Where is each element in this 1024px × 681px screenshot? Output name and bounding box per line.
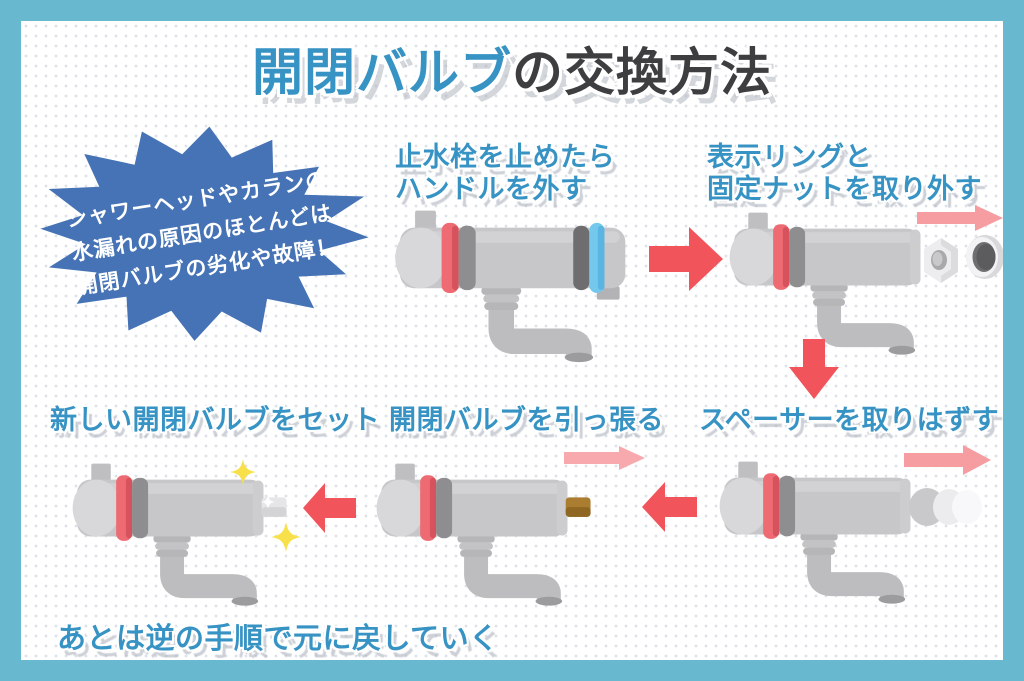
step-label-remove-spacer: スペーサーを取りはずす — [699, 405, 999, 437]
step-label-line: 表示リングと — [707, 142, 872, 173]
step-label-set-new-valve: 新しい開閉バルブをセット — [50, 405, 380, 437]
footer-note-line: あとは逆の手順で元に戻していく — [57, 621, 499, 655]
callout-bubble: シャワーヘッドやカランの 水漏れの原因のほとんどは 開閉バルブの劣化や故障！ — [21, 117, 383, 349]
arrow-right-pink-icon — [904, 445, 991, 475]
step-label-line: 固定ナットを取り外す — [707, 173, 982, 205]
page-title: 開閉バルブの交換方法 — [21, 31, 1003, 105]
sparkle-icon — [271, 522, 301, 552]
step-label-remove-handle: 止水栓を止めたら ハンドルを外す — [395, 142, 615, 206]
faucet-handle-removed-illustration — [716, 202, 951, 360]
step-label-remove-ring-and-nut: 表示リングと 固定ナットを取り外す — [707, 142, 982, 206]
faucet-with-handle-illustration — [381, 199, 631, 368]
step-label-line: 新しい開閉バルブをセット — [50, 405, 380, 436]
step-label-line: 開閉バルブを引っ張る — [389, 405, 664, 436]
starburst-shape-icon — [40, 126, 369, 341]
arrow-left-icon — [642, 482, 697, 532]
title-highlight: 開閉バルブ — [251, 44, 512, 103]
display-ring-illustration — [966, 235, 1003, 279]
fixing-nut-illustration — [924, 238, 958, 283]
title-rest: の交換方法 — [512, 44, 773, 103]
arrow-right-icon — [649, 227, 723, 291]
arrow-down-icon — [789, 339, 839, 399]
footer-note: あとは逆の手順で元に戻していく — [57, 621, 499, 655]
sparkle-icon — [230, 459, 256, 485]
sparkle-small-icon — [261, 495, 275, 509]
arrow-left-icon — [303, 483, 356, 533]
step-label-pull-valve: 開閉バルブを引っ張る — [389, 405, 664, 437]
old-valve-stem — [565, 497, 591, 517]
arrow-right-pink-icon — [917, 205, 1003, 231]
step-label-line: 止水栓を止めたら — [395, 142, 615, 173]
step-label-line: ハンドルを外す — [395, 173, 588, 205]
faucet-new-valve-illustration — [59, 453, 287, 611]
faucet-old-valve-illustration — [363, 453, 591, 611]
spacer-discs-illustration — [909, 488, 982, 526]
arrow-right-pink-icon — [564, 446, 645, 470]
step-label-line: スペーサーを取りはずす — [699, 405, 1000, 436]
